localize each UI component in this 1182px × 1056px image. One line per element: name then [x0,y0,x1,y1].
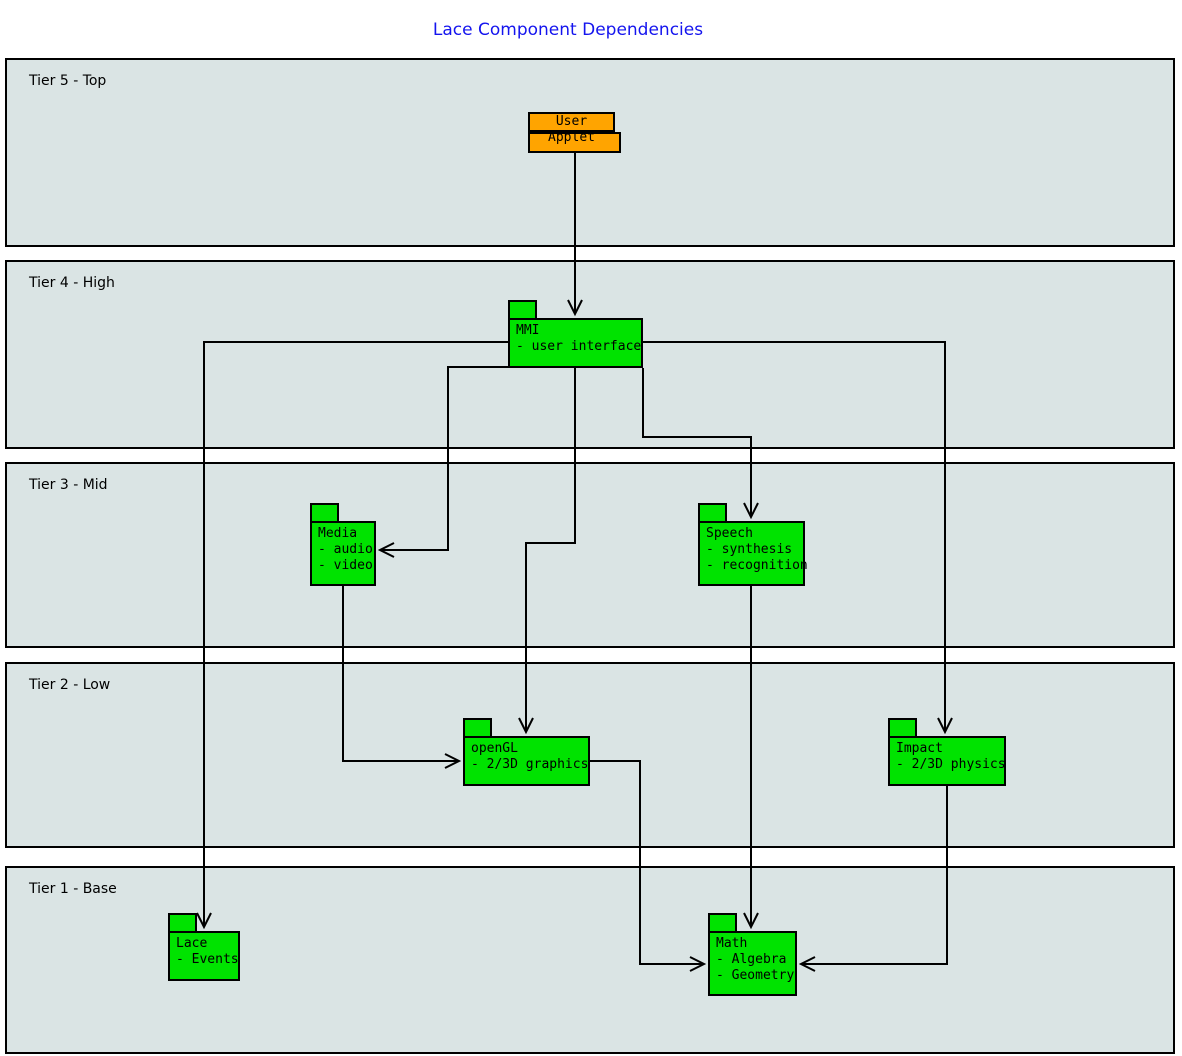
edge-mmi-to-lace [196,341,508,930]
opengl-detail-1: - 2/3D graphics [471,757,589,772]
tier-3-label: Tier 3 - Mid [29,477,108,493]
impact-node: Impact- 2/3D physics [888,736,1006,786]
edge-opengl-to-math [590,760,707,972]
edge-media-to-opengl [342,586,462,769]
page-title: Lace Component Dependencies [432,20,704,40]
lace-title: Lace [176,936,208,951]
mmi-node: MMI- user interface [508,318,643,368]
impact-tab [888,718,917,738]
speech-node: Speech- synthesis- recognition [698,521,808,586]
speech-title: Speech [706,526,753,541]
media-title: Media [318,526,358,541]
impact-detail-1: - 2/3D physics [896,757,1006,772]
opengl-node: openGL- 2/3D graphics [463,736,590,786]
mmi-title: MMI [516,323,540,338]
band-tier-3: Tier 3 - Mid [5,462,1175,648]
mmi-tab [508,300,537,320]
lace-tab [168,913,197,933]
lace-node: Lace- Events [168,931,240,981]
impact-title: Impact [896,741,943,756]
band-tier-1: Tier 1 - Base [5,866,1175,1054]
mmi-detail-1: - user interface [516,339,642,354]
user-applet-label-box: User Applet [528,112,615,145]
edge-mmi-to-opengl [518,368,576,735]
edge-mmi-to-impact [643,341,953,735]
opengl-title: openGL [471,741,518,756]
tier-1-label: Tier 1 - Base [29,881,117,897]
media-detail-2: - video [318,558,373,573]
tier-5-label: Tier 5 - Top [29,73,107,89]
edge-mmi-to-media [377,366,508,558]
user-applet-body [528,132,621,153]
speech-tab [698,503,727,523]
tier-2-label: Tier 2 - Low [29,677,111,693]
media-node: Media- audio- video [310,521,376,586]
math-tab [708,913,737,933]
math-detail-1: - Algebra [716,952,787,967]
media-detail-1: - audio [318,542,373,557]
edge-mmi-to-speech [642,368,759,520]
opengl-tab [463,718,492,738]
tier-4-label: Tier 4 - High [29,275,115,291]
lace-detail-1: - Events [176,952,239,967]
edge-impact-to-math [798,786,948,972]
math-detail-2: - Geometry [716,968,795,983]
speech-detail-1: - synthesis [706,542,793,557]
speech-detail-2: - recognition [706,558,808,573]
math-title: Math [716,936,748,951]
user-applet-label: User Applet [548,114,595,145]
media-tab [310,503,339,523]
math-node: Math- Algebra- Geometry [708,931,797,996]
